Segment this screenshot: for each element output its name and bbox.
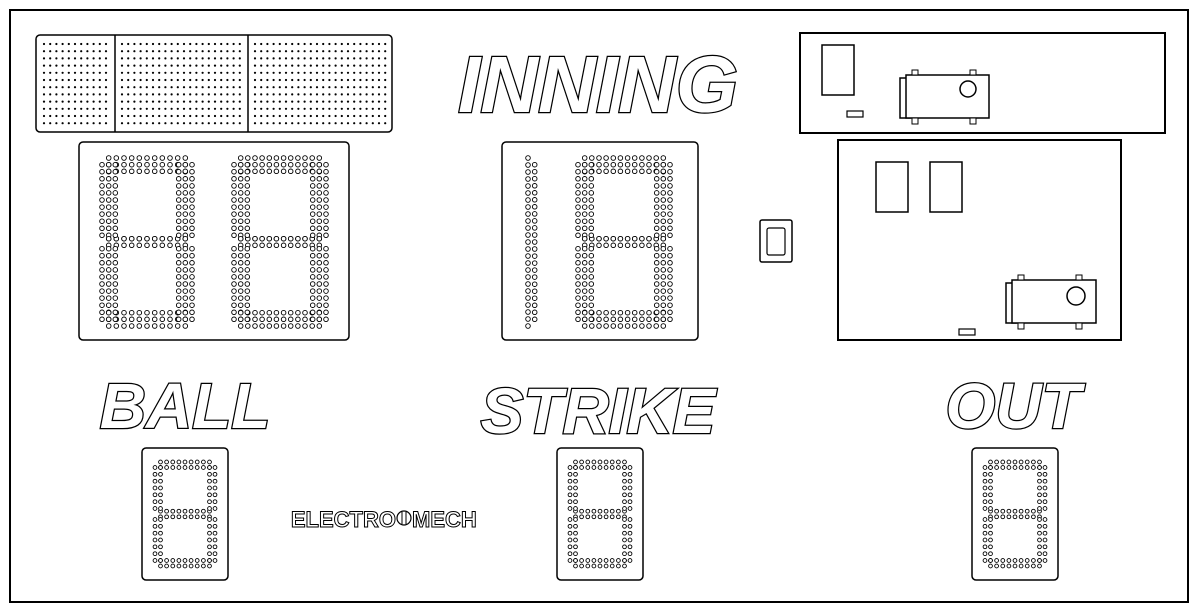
- small-switch: [759, 219, 793, 263]
- out-display: [971, 447, 1059, 581]
- projector-device: [899, 69, 990, 125]
- score-display-left: [78, 141, 350, 341]
- brand-logo-icon: [396, 510, 412, 526]
- strike-display: [556, 447, 644, 581]
- inning-label: INNING: [458, 40, 738, 129]
- electromech-logo: ELECTRO MECH: [290, 507, 477, 533]
- switch-panel: [929, 161, 963, 213]
- seven-segment-digits: [99, 155, 329, 329]
- led-matrix-dots: [42, 42, 387, 125]
- lens-icon: [1066, 286, 1086, 306]
- team-name-panel: [35, 34, 393, 133]
- inning-display: [501, 141, 699, 341]
- out-label: OUT: [945, 370, 1085, 442]
- control-box-bottom: [837, 139, 1122, 341]
- connector: [958, 328, 976, 336]
- connector: [846, 110, 864, 118]
- projector-device: [1005, 274, 1097, 330]
- strike-label: STRIKE: [481, 375, 718, 447]
- switch-panel: [821, 44, 855, 96]
- ball-label: BALL: [100, 370, 271, 442]
- brand-left: ELECTRO: [291, 507, 396, 532]
- seven-segment-digits: [525, 155, 673, 329]
- control-box-top: [799, 32, 1166, 134]
- lens-icon: [959, 80, 977, 98]
- brand-right: MECH: [412, 507, 477, 532]
- switch-panel: [875, 161, 909, 213]
- ball-display: [141, 447, 229, 581]
